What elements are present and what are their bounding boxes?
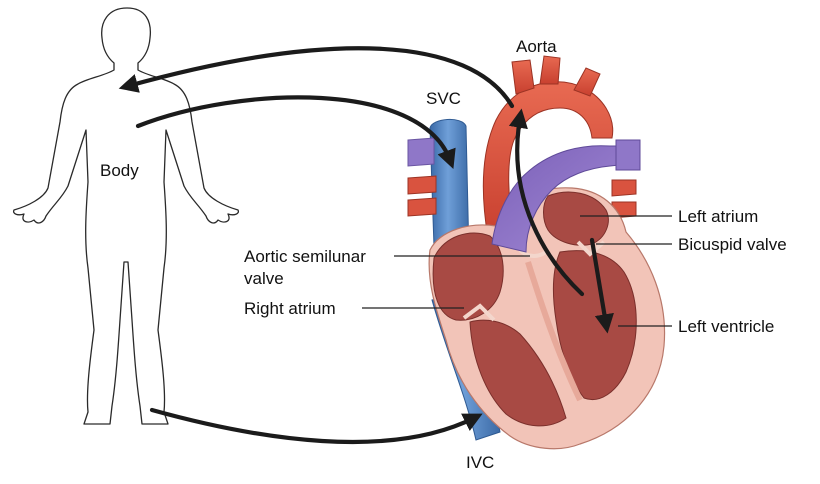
label-ivc: IVC	[466, 453, 494, 472]
arrow-atrium-to-ventricle	[589, 237, 614, 334]
label-aortic-semilunar-valve: valve	[244, 269, 284, 288]
right-atrium-chamber	[432, 232, 504, 321]
label-left-ventricle: Left ventricle	[678, 317, 774, 336]
arrow-ventricle-to-aorta	[508, 108, 585, 297]
human-body-icon	[12, 7, 240, 425]
bicuspid-valve-shape	[576, 240, 606, 257]
right-ventricle-chamber	[469, 319, 567, 427]
leader-lines	[362, 215, 672, 327]
label-left-atrium: Left atrium	[678, 207, 758, 226]
arrow-aorta-to-body	[118, 46, 515, 109]
label-aorta: Aorta	[516, 37, 557, 56]
heart-icon	[407, 55, 666, 450]
label-right-atrium: Right atrium	[244, 299, 336, 318]
label-aortic-semilunar: Aortic semilunar	[244, 247, 366, 266]
label-body: Body	[100, 161, 139, 180]
arrow-body-to-ivc	[149, 407, 483, 445]
arrow-body-to-svc	[135, 95, 456, 170]
labels: Body Aorta SVC IVC Left atrium Bicuspid …	[100, 37, 787, 472]
flow-arrows	[118, 46, 614, 445]
label-bicuspid-valve: Bicuspid valve	[678, 235, 787, 254]
tricuspid-valve	[462, 303, 496, 322]
label-svc: SVC	[426, 89, 461, 108]
